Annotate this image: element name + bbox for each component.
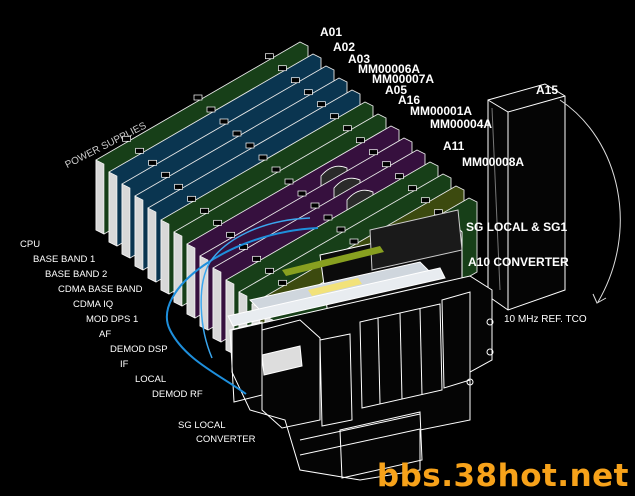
card-handle: [265, 267, 274, 274]
card-front-edge: [186, 243, 196, 319]
card-handle: [421, 197, 430, 204]
card-front-edge: [212, 267, 222, 343]
card-handle: [278, 279, 287, 286]
highlight-arc-upper: [200, 217, 311, 359]
card-handle: [206, 106, 216, 113]
label-mod-dps-1: MOD DPS 1: [86, 314, 139, 325]
card-handle: [278, 65, 287, 72]
label-base-band-2: BASE BAND 2: [45, 269, 108, 280]
label-base-band-1: BASE BAND 1: [33, 254, 96, 265]
card-handle: [284, 178, 294, 185]
card-handle: [304, 89, 313, 96]
card-handle: [317, 101, 326, 108]
label-demod-dsp: DEMOD DSP: [110, 344, 168, 355]
card-front-edge: [134, 195, 144, 271]
card-front-edge: [121, 183, 131, 259]
card-handle: [265, 53, 274, 60]
label-cpu: CPU: [20, 239, 41, 250]
card-handle: [330, 113, 339, 120]
label-a10-converter: A10 CONVERTER: [468, 255, 569, 269]
card-front-edge: [160, 219, 170, 295]
label-10mhz-ref-tco: 10 MHz REF. TCO: [504, 314, 587, 325]
card-handle: [310, 202, 320, 209]
label-mm00006a: MM00006A: [358, 62, 421, 76]
label-cdma-base-band: CDMA BASE BAND: [58, 284, 143, 295]
card-handle: [356, 137, 365, 144]
card-handle: [258, 154, 268, 161]
converter-chassis: [227, 83, 621, 481]
card-front-edge: [95, 159, 105, 235]
card-handle: [226, 231, 235, 238]
card-handle: [336, 226, 346, 233]
card-handle: [395, 173, 404, 180]
label-mm00001a: MM00001A: [410, 104, 473, 118]
label-a02: A02: [333, 40, 356, 54]
card-handle: [271, 166, 281, 173]
label-cdma-iq: CDMA IQ: [73, 299, 114, 310]
card-handle: [219, 118, 229, 125]
card-handle: [161, 171, 170, 178]
card-handle: [213, 219, 222, 226]
label-a16: A16: [398, 93, 421, 107]
card-handle: [193, 94, 203, 101]
card-handle: [174, 183, 183, 190]
card-handle: [382, 161, 391, 168]
card-handle: [252, 255, 261, 262]
label-converter: CONVERTER: [196, 434, 256, 445]
card-handle: [297, 190, 307, 197]
card-handle: [135, 147, 144, 154]
card-front-edge: [147, 207, 157, 283]
card-handle: [408, 185, 417, 192]
watermark: bbs.38hot.net: [376, 458, 629, 494]
card-handle: [200, 207, 209, 214]
label-a11: A11: [443, 139, 465, 153]
label-mm00008a: MM00008A: [462, 155, 525, 169]
label-mm00004a: MM00004A: [430, 117, 493, 131]
card-handle: [148, 159, 157, 166]
label-local: LOCAL: [135, 374, 167, 385]
card-handle: [369, 149, 378, 156]
card-handle: [122, 135, 131, 142]
card-handle: [187, 195, 196, 202]
label-demod-rf: DEMOD RF: [152, 389, 203, 400]
card-handle: [323, 214, 333, 221]
label-sg-local: SG LOCAL: [178, 420, 226, 431]
card-handle: [232, 130, 242, 137]
card-handle: [245, 142, 255, 149]
card-handle: [343, 125, 352, 132]
label-af: AF: [99, 329, 112, 340]
label-mm00007a: MM00007A: [372, 72, 435, 86]
highlight-arc-lower: [166, 227, 319, 395]
card-front-edge: [108, 171, 118, 247]
label-a15: A15: [536, 83, 559, 97]
label-sg-local-sg1: SG LOCAL & SG1: [466, 220, 568, 234]
card-front-edge: [173, 231, 183, 307]
label-if: IF: [120, 359, 129, 370]
label-a03: A03: [348, 52, 371, 66]
card-handle: [291, 77, 300, 84]
label-a01: A01: [320, 25, 343, 39]
label-a05: A05: [385, 83, 408, 97]
card-handle: [349, 238, 359, 245]
